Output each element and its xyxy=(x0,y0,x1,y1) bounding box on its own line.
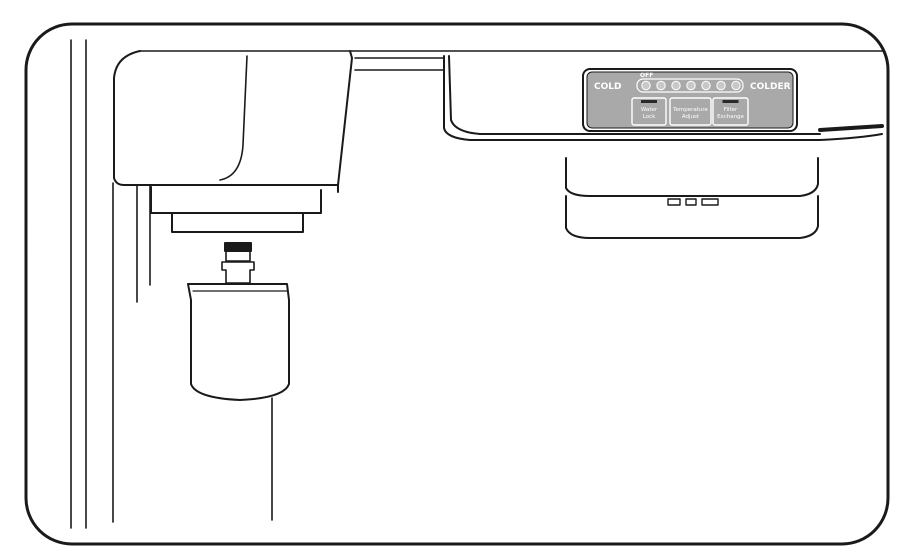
temperature-indicator-led xyxy=(731,80,741,91)
housing-base-upper xyxy=(150,186,322,214)
control-panel xyxy=(582,68,798,132)
panel-button-indicator xyxy=(641,100,657,103)
temperature-indicator-led xyxy=(641,80,651,91)
panel-button-frame[interactable] xyxy=(669,97,712,126)
panel-button-label: Temperature xyxy=(672,107,708,113)
temperature-indicator-led xyxy=(671,80,681,91)
filter-cap-ring xyxy=(225,250,251,262)
housing-base-lower xyxy=(171,212,304,233)
filter-housing-inner-edge xyxy=(219,55,248,181)
panel-button-label: Exchange xyxy=(717,114,744,120)
temperature-indicator-led xyxy=(701,80,711,91)
panel-button-indicator xyxy=(722,100,739,103)
temperature-indicator-row xyxy=(636,78,744,93)
filter-housing xyxy=(113,50,353,186)
colder-label: COLDER xyxy=(750,82,791,92)
dispenser-latch xyxy=(667,198,719,206)
temperature-indicator-led xyxy=(656,80,666,91)
diagram-frame xyxy=(24,22,890,546)
panel-button-label: Lock xyxy=(643,114,656,120)
panel-button-frame[interactable] xyxy=(631,97,667,126)
control-housing xyxy=(443,55,883,141)
dispenser-lower xyxy=(565,195,819,239)
filter-cap-top xyxy=(224,242,252,252)
temperature-indicator-led xyxy=(716,80,726,91)
filter-neck xyxy=(221,261,255,284)
panel-button-frame[interactable] xyxy=(712,97,749,126)
panel-button-label: Water xyxy=(641,107,658,113)
panel-button-label: Adjust xyxy=(682,114,700,120)
water-filter-cartridge xyxy=(187,242,290,401)
filter-body xyxy=(187,283,290,401)
mounting-bracket xyxy=(354,57,445,71)
cold-label: COLD xyxy=(594,82,621,92)
temperature-indicator-led xyxy=(686,80,696,91)
panel-button-label: Filter xyxy=(724,107,738,113)
control-housing-accent xyxy=(818,124,884,132)
off-label: OFF xyxy=(640,72,653,79)
control-housing-edge xyxy=(448,55,821,135)
dispenser-upper xyxy=(565,157,819,197)
